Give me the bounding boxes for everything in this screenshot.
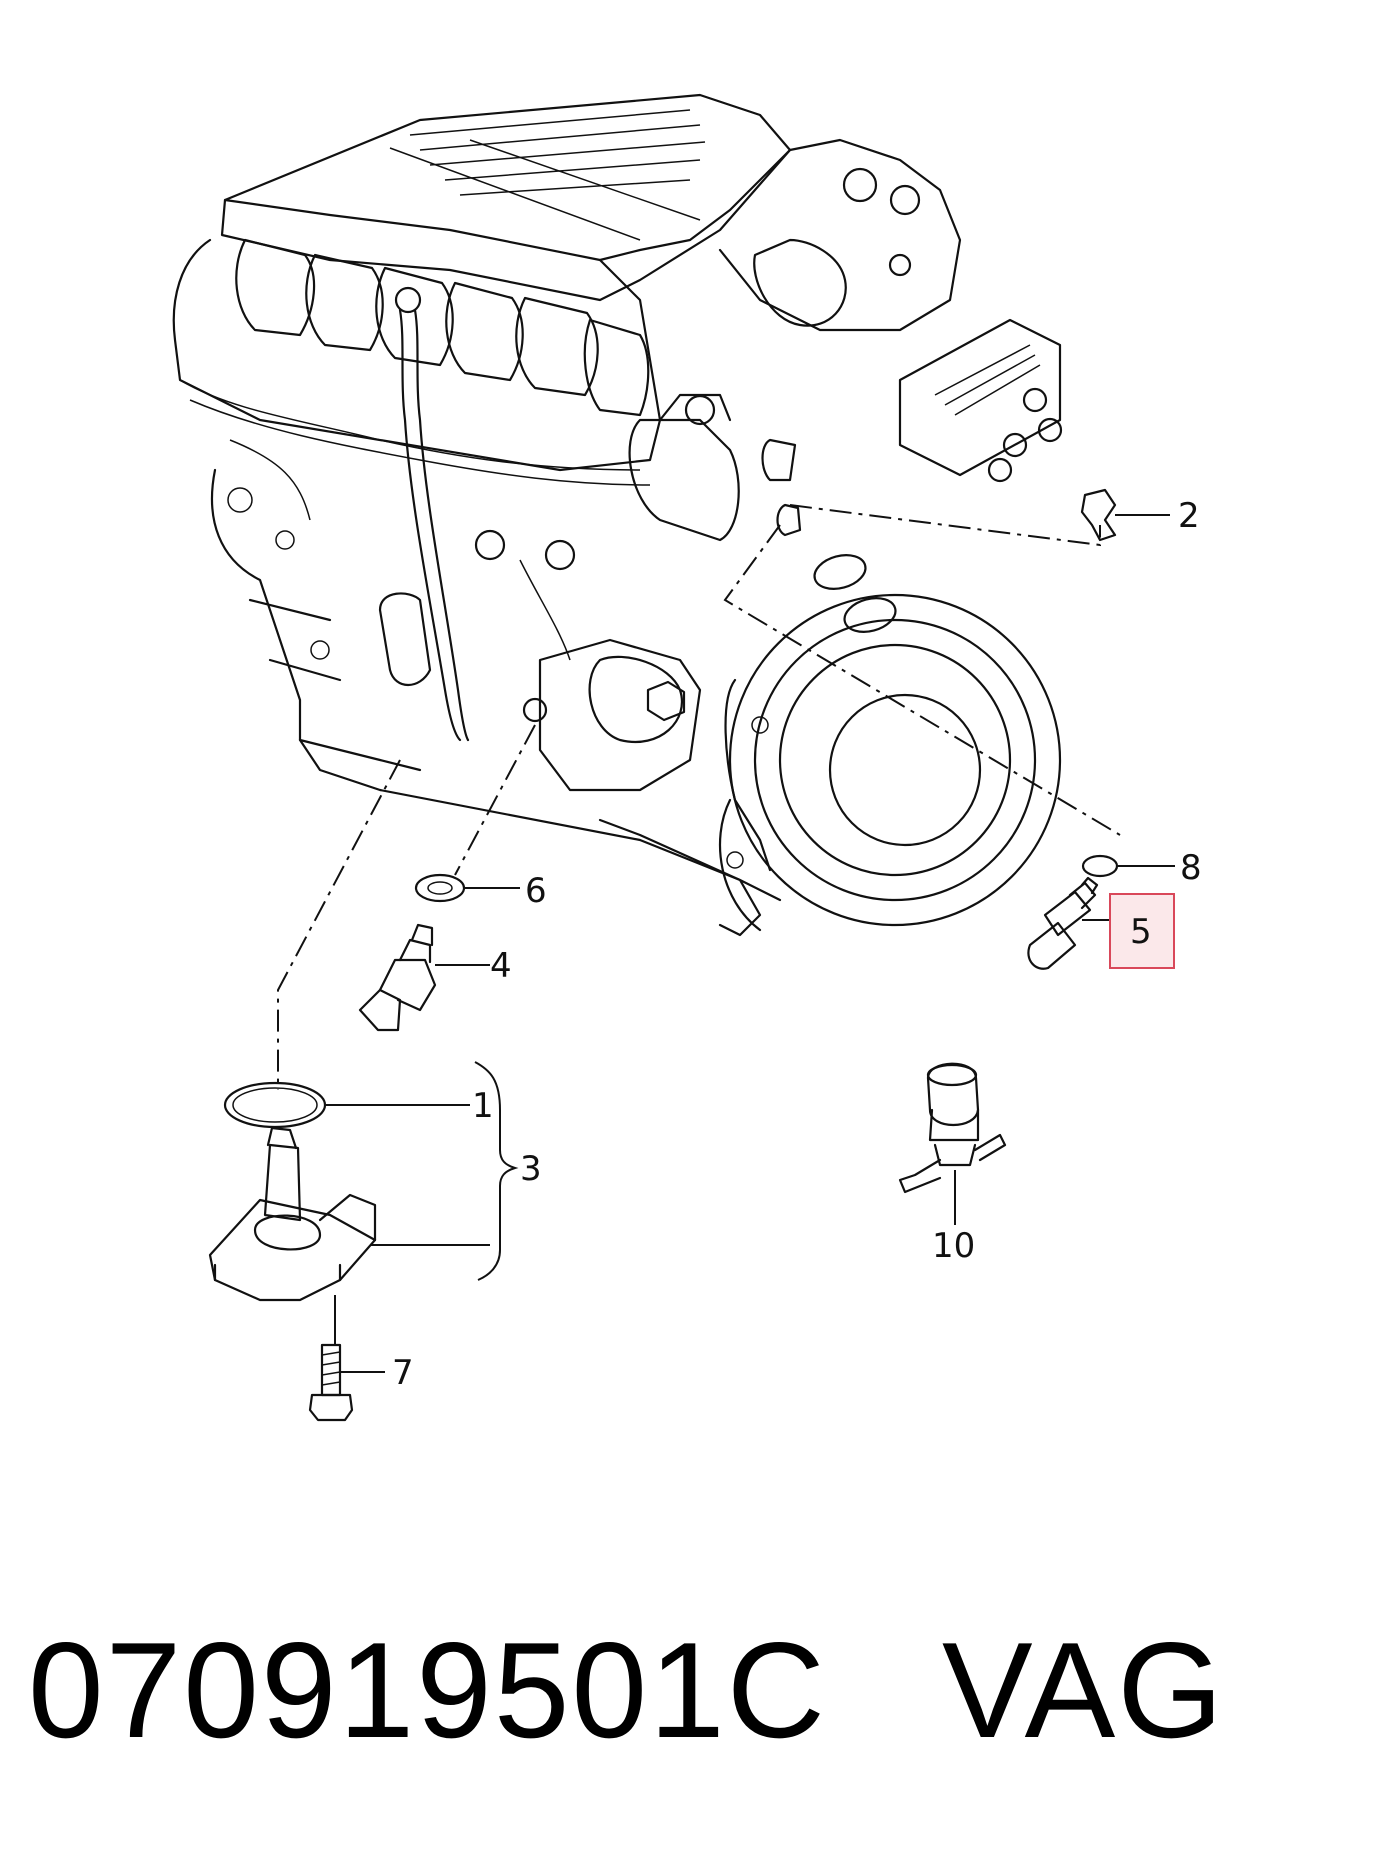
part-7-bolt [308, 1343, 354, 1422]
callout-1: 1 [472, 1086, 494, 1126]
callout-6: 6 [525, 871, 547, 911]
part-6-washer [414, 873, 466, 903]
callout-labels: 2 8 5 6 4 1 3 7 10 [392, 496, 1202, 1393]
callout-8: 8 [1180, 848, 1202, 888]
part-8-o-ring [1081, 854, 1119, 878]
engine-block-illustration [172, 93, 1063, 937]
part-4-oil-pressure-switch [358, 923, 437, 1032]
callout-2: 2 [1178, 496, 1200, 536]
part-1-o-ring [223, 1081, 327, 1129]
callout-5: 5 [1130, 912, 1152, 952]
callout-leaders [325, 514, 1175, 1373]
callout-10: 10 [932, 1226, 975, 1266]
dashed-assembly-lines [277, 504, 1121, 1090]
part-footer: 070919501C VAG [28, 1590, 1368, 1790]
part-number: 070919501C [28, 1614, 827, 1766]
callout-4: 4 [490, 946, 512, 986]
callout-3: 3 [520, 1149, 542, 1189]
part-5-temperature-sensor [1027, 876, 1099, 970]
part-2-clip [1080, 488, 1117, 542]
engine-parts-diagram: 2 8 5 6 4 1 3 7 10 [172, 93, 1202, 1422]
brand-name: VAG [941, 1614, 1226, 1766]
callout-7: 7 [392, 1353, 414, 1393]
callout-5-highlight [1109, 893, 1175, 969]
part-10-valve [898, 1062, 1007, 1194]
part-3-oil-level-sensor [208, 1126, 377, 1302]
